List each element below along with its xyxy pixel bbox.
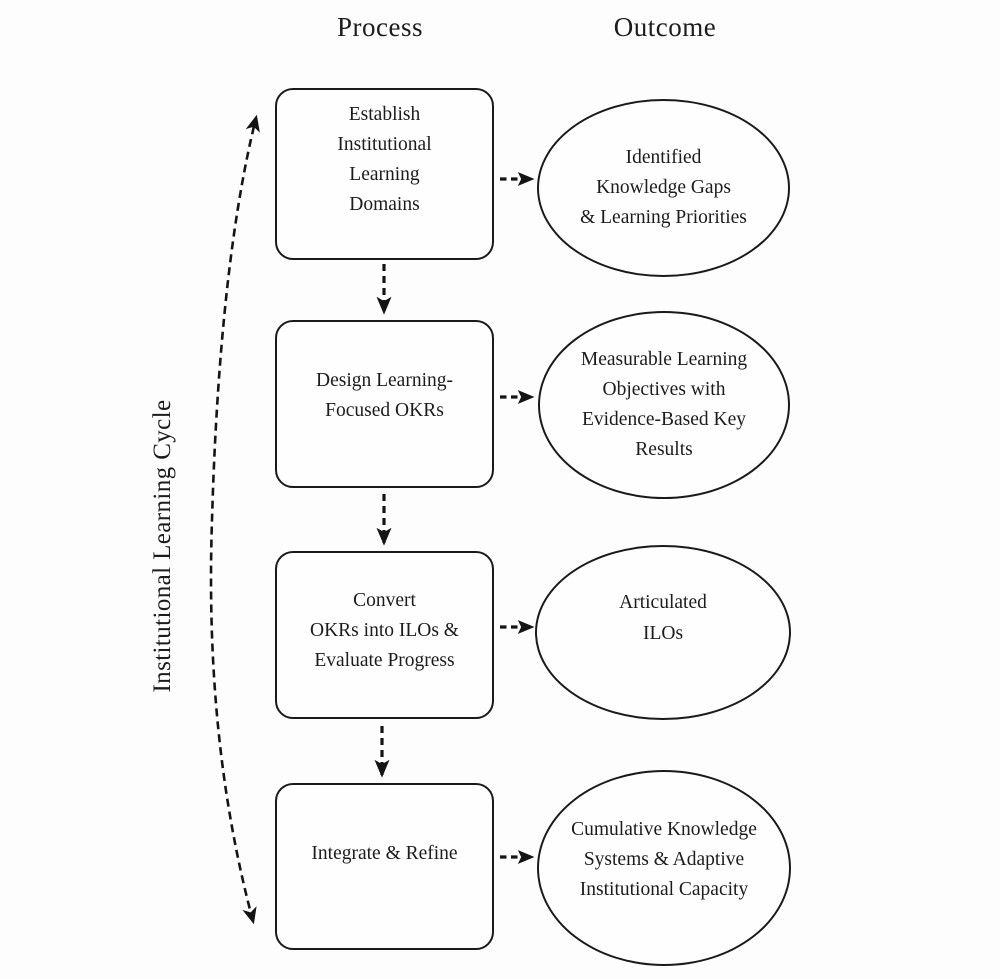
cycle-label: Institutional Learning Cycle xyxy=(149,399,176,693)
outcome-oval-1-label: Identified Knowledge Gaps & Learning Pri… xyxy=(580,146,747,229)
process-box-2[interactable]: Design Learning- Focused OKRs xyxy=(275,320,494,488)
outcome-oval-3-label: Articulated ILOs xyxy=(619,592,707,644)
outcome-oval-4-label: Cumulative Knowledge Systems & Adaptive … xyxy=(571,818,757,901)
column-header-process: Process xyxy=(337,12,423,42)
process-box-3[interactable]: Convert OKRs into ILOs & Evaluate Progre… xyxy=(275,551,494,719)
process-box-3-label: Convert OKRs into ILOs & Evaluate Progre… xyxy=(310,589,459,672)
outcome-oval-2-label: Measurable Learning Objectives with Evid… xyxy=(580,348,748,461)
process-box-2-label: Design Learning- Focused OKRs xyxy=(316,369,453,421)
cycle-arc-arrow xyxy=(209,114,260,925)
process-box-4-label: Integrate & Refine xyxy=(311,843,458,865)
outcome-oval-3[interactable]: Articulated ILOs xyxy=(535,545,791,720)
outcome-oval-1[interactable]: Identified Knowledge Gaps & Learning Pri… xyxy=(537,99,790,277)
outcome-oval-2[interactable]: Measurable Learning Objectives with Evid… xyxy=(538,311,790,499)
outcome-oval-4[interactable]: Cumulative Knowledge Systems & Adaptive … xyxy=(537,770,791,966)
process-box-1-label: Establish Institutional Learning Domains xyxy=(337,103,432,216)
process-box-1[interactable]: Establish Institutional Learning Domains xyxy=(275,88,494,260)
column-header-outcome: Outcome xyxy=(613,12,717,42)
process-box-4[interactable]: Integrate & Refine xyxy=(275,783,494,950)
